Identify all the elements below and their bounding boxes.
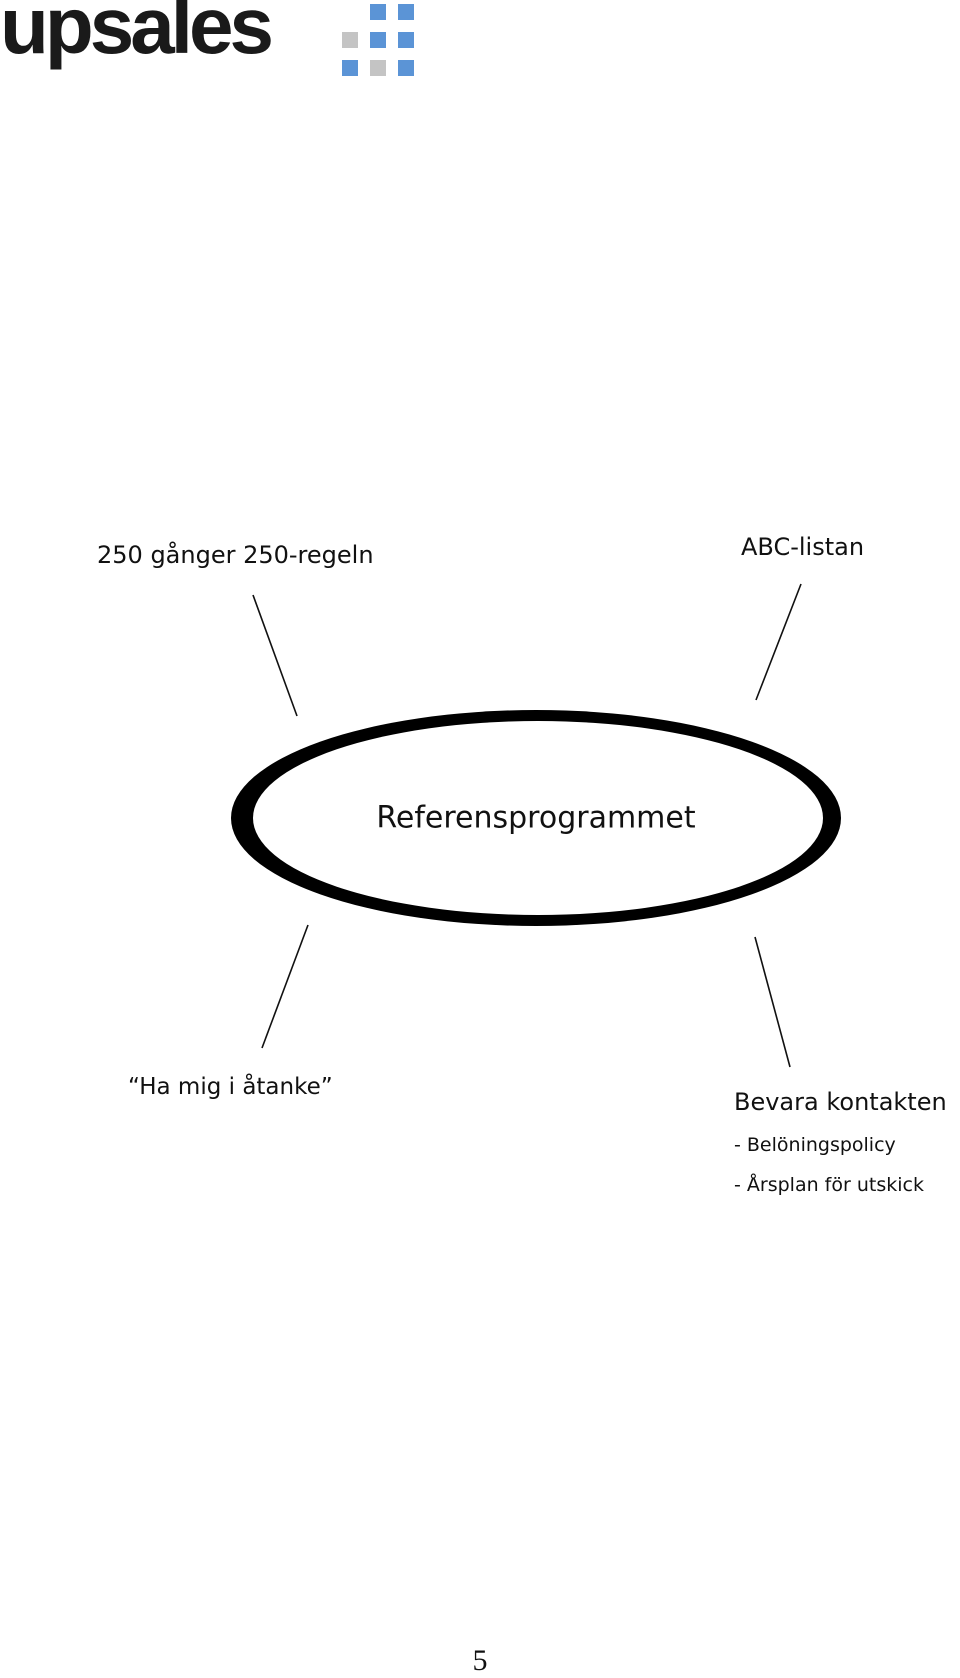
center-node-label: Referensprogrammet <box>376 800 696 836</box>
logo-square <box>342 60 358 76</box>
logo-grid-icon <box>342 4 416 78</box>
connector-bottom-left <box>261 924 309 1049</box>
center-oval-inner <box>253 721 823 915</box>
node-top-right-label: ABC-listan <box>741 533 865 561</box>
logo-square <box>398 32 414 48</box>
connector-top-right <box>755 583 802 701</box>
connector-bottom-right <box>754 936 791 1068</box>
node-bottom-left-label: “Ha mig i åtanke” <box>128 1074 333 1100</box>
node-bottom-right-sublist: - Belöningspolicy - Årsplan för utskick <box>734 1136 924 1216</box>
logo-square <box>398 60 414 76</box>
logo-square <box>398 4 414 20</box>
page-number: 5 <box>472 1644 488 1677</box>
logo-square <box>370 60 386 76</box>
node-top-left-label: 250 gånger 250-regeln <box>97 541 374 569</box>
sublist-item: - Belöningspolicy <box>734 1134 896 1156</box>
logo-wordmark: upsales <box>0 0 274 70</box>
logo-square <box>370 32 386 48</box>
connector-top-left <box>252 594 298 717</box>
node-bottom-right-label: Bevara kontakten <box>734 1088 947 1116</box>
logo-square <box>370 4 386 20</box>
upsales-logo: upsales <box>0 0 420 100</box>
logo-square <box>342 32 358 48</box>
sublist-item: - Årsplan för utskick <box>734 1174 924 1196</box>
